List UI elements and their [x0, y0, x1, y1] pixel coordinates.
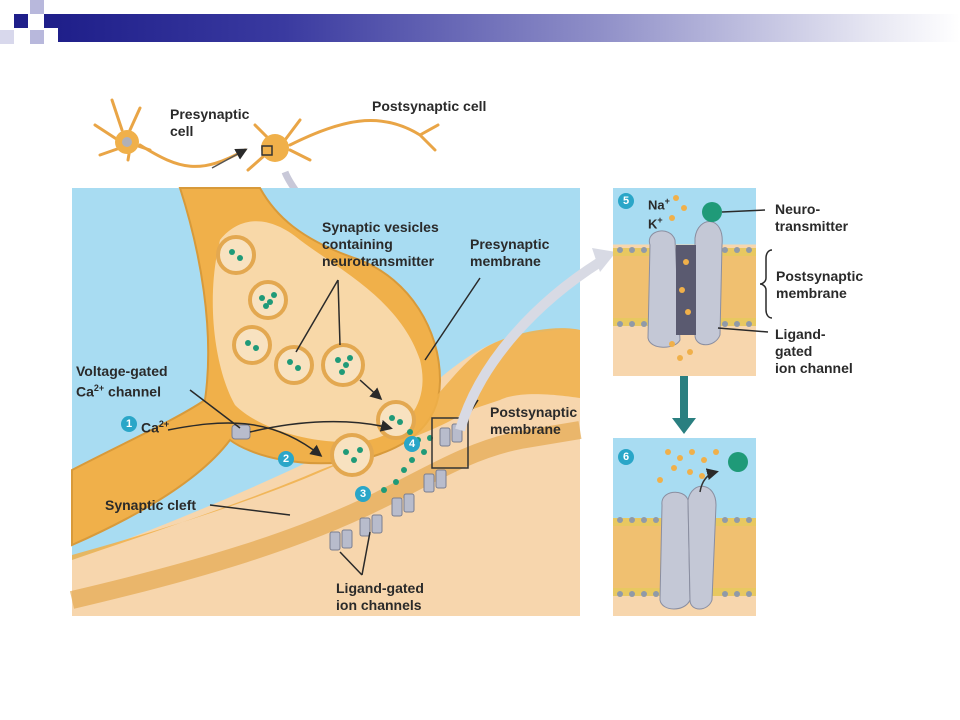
- inset6-membrane: [613, 449, 756, 610]
- header-square: [0, 30, 14, 44]
- label-voltage-gated-channel: Voltage-gated Ca2+ channel: [76, 363, 168, 401]
- inset-arrow: [455, 257, 603, 432]
- transition-arrow: [672, 376, 696, 434]
- label-ca-ion: Ca2+: [141, 416, 169, 437]
- label-k-sup: +: [657, 215, 663, 225]
- step-badge-2: 2: [278, 451, 294, 467]
- step-badge-1: 1: [121, 416, 137, 432]
- label-presynaptic-cell: Presynaptic cell: [170, 106, 250, 139]
- label-ligand-gated-ion-channel: Ligand- gated ion channel: [775, 326, 853, 376]
- label-synaptic-cleft: Synaptic cleft: [105, 497, 197, 513]
- label-voltage-gated-rest: channel: [104, 383, 161, 400]
- header-square: [30, 0, 44, 14]
- label-postsynaptic-membrane-inset: Postsynaptic membrane: [776, 268, 864, 301]
- label-na-ion: Na+: [648, 193, 670, 213]
- label-na-sup: +: [664, 196, 670, 206]
- label-na-text: Na: [648, 197, 665, 213]
- neurotransmitter-dots: [229, 249, 433, 493]
- header-gradient-bar: [58, 14, 960, 42]
- label-ca-sup: 2+: [158, 419, 170, 429]
- voltage-gated-channel: [231, 424, 251, 440]
- label-synaptic-vesicles: Synaptic vesicles containing neurotransm…: [322, 219, 439, 269]
- header-decoration: [0, 0, 960, 50]
- label-neurotransmitter: Neuro- transmitter: [775, 201, 849, 234]
- postsynaptic-soma: [261, 134, 289, 162]
- header-square: [44, 14, 58, 28]
- label-k-ion: K+: [648, 212, 663, 232]
- label-postsynaptic-membrane: Postsynaptic membrane: [490, 404, 578, 437]
- label-k-text: K: [648, 216, 658, 232]
- ligand-gated-channels: [329, 423, 463, 551]
- step-badge-5: 5: [618, 193, 634, 209]
- header-square: [30, 30, 44, 44]
- label-ligand-gated-channels: Ligand-gated ion channels: [336, 580, 424, 613]
- label-postsynaptic-cell: Postsynaptic cell: [372, 98, 487, 114]
- step-badge-4: 4: [404, 436, 420, 452]
- step-badge-6: 6: [618, 449, 634, 465]
- label-voltage-gated-sup: 2+: [93, 383, 105, 393]
- label-presynaptic-membrane: Presynaptic membrane: [470, 236, 550, 269]
- label-voltage-gated-ca: Ca: [76, 383, 94, 400]
- label-ca-text: Ca: [141, 419, 159, 436]
- step-badge-3: 3: [355, 486, 371, 502]
- header-square: [14, 14, 28, 28]
- inset5-membrane: [613, 195, 756, 361]
- zoom-box: [431, 417, 469, 469]
- neuron-illustration: [93, 98, 440, 172]
- terminal-cytoplasm: [212, 221, 423, 442]
- dendrite: [72, 328, 580, 560]
- label-voltage-gated-line1: Voltage-gated: [76, 363, 168, 379]
